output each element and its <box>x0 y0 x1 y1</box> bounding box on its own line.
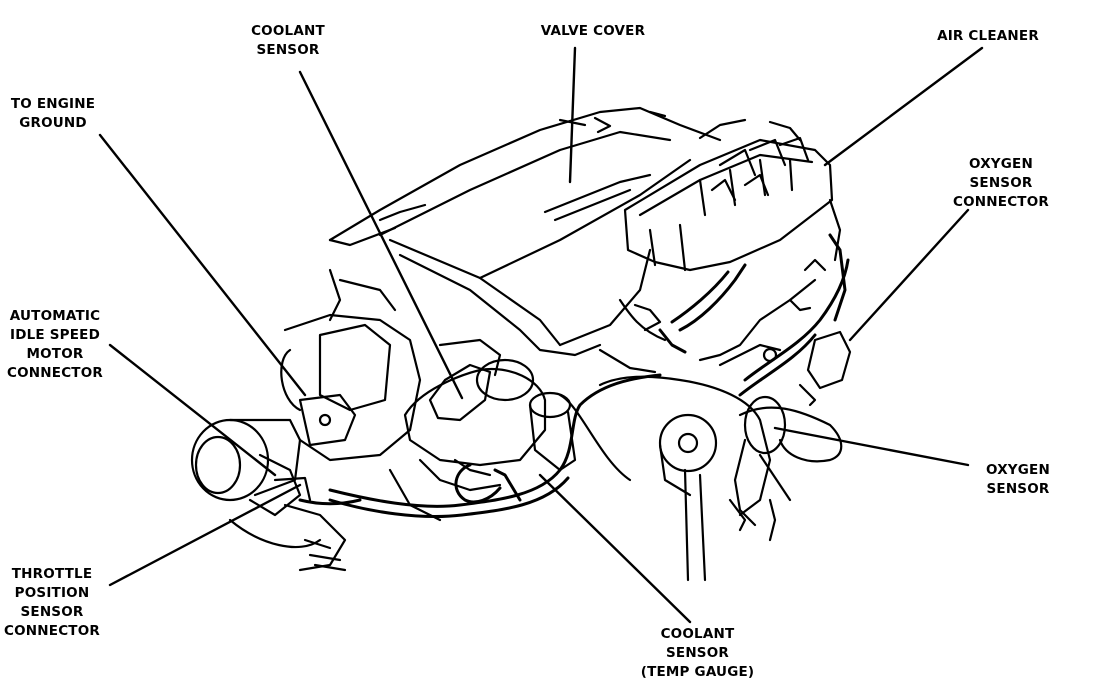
label-throttle-position-sensor-connector: THROTTLE POSITION SENSOR CONNECTOR <box>4 566 100 639</box>
label-coolant-sensor-temp-gauge: COOLANT SENSOR (TEMP GAUGE) <box>640 626 755 680</box>
label-air-cleaner: AIR CLEANER <box>937 28 1039 44</box>
air-cleaner <box>623 118 842 272</box>
exhaust-manifold <box>558 258 843 582</box>
label-valve-cover: VALVE COVER <box>540 23 646 39</box>
label-oxygen-sensor: OXYGEN SENSOR <box>986 462 1050 497</box>
label-coolant-sensor: COOLANT SENSOR <box>251 23 325 58</box>
oxygen-connector-body <box>788 298 852 407</box>
throttle-body <box>190 268 422 572</box>
label-automatic-idle-speed-motor-connector: AUTOMATIC IDLE SPEED MOTOR CONNECTOR <box>7 308 103 381</box>
label-oxygen-sensor-connector: OXYGEN SENSOR CONNECTOR <box>953 156 1049 210</box>
wiring-harness <box>298 233 850 518</box>
valve-cover <box>328 106 722 357</box>
label-to-engine-ground: TO ENGINE GROUND <box>10 96 96 131</box>
leader-lines <box>98 46 984 624</box>
